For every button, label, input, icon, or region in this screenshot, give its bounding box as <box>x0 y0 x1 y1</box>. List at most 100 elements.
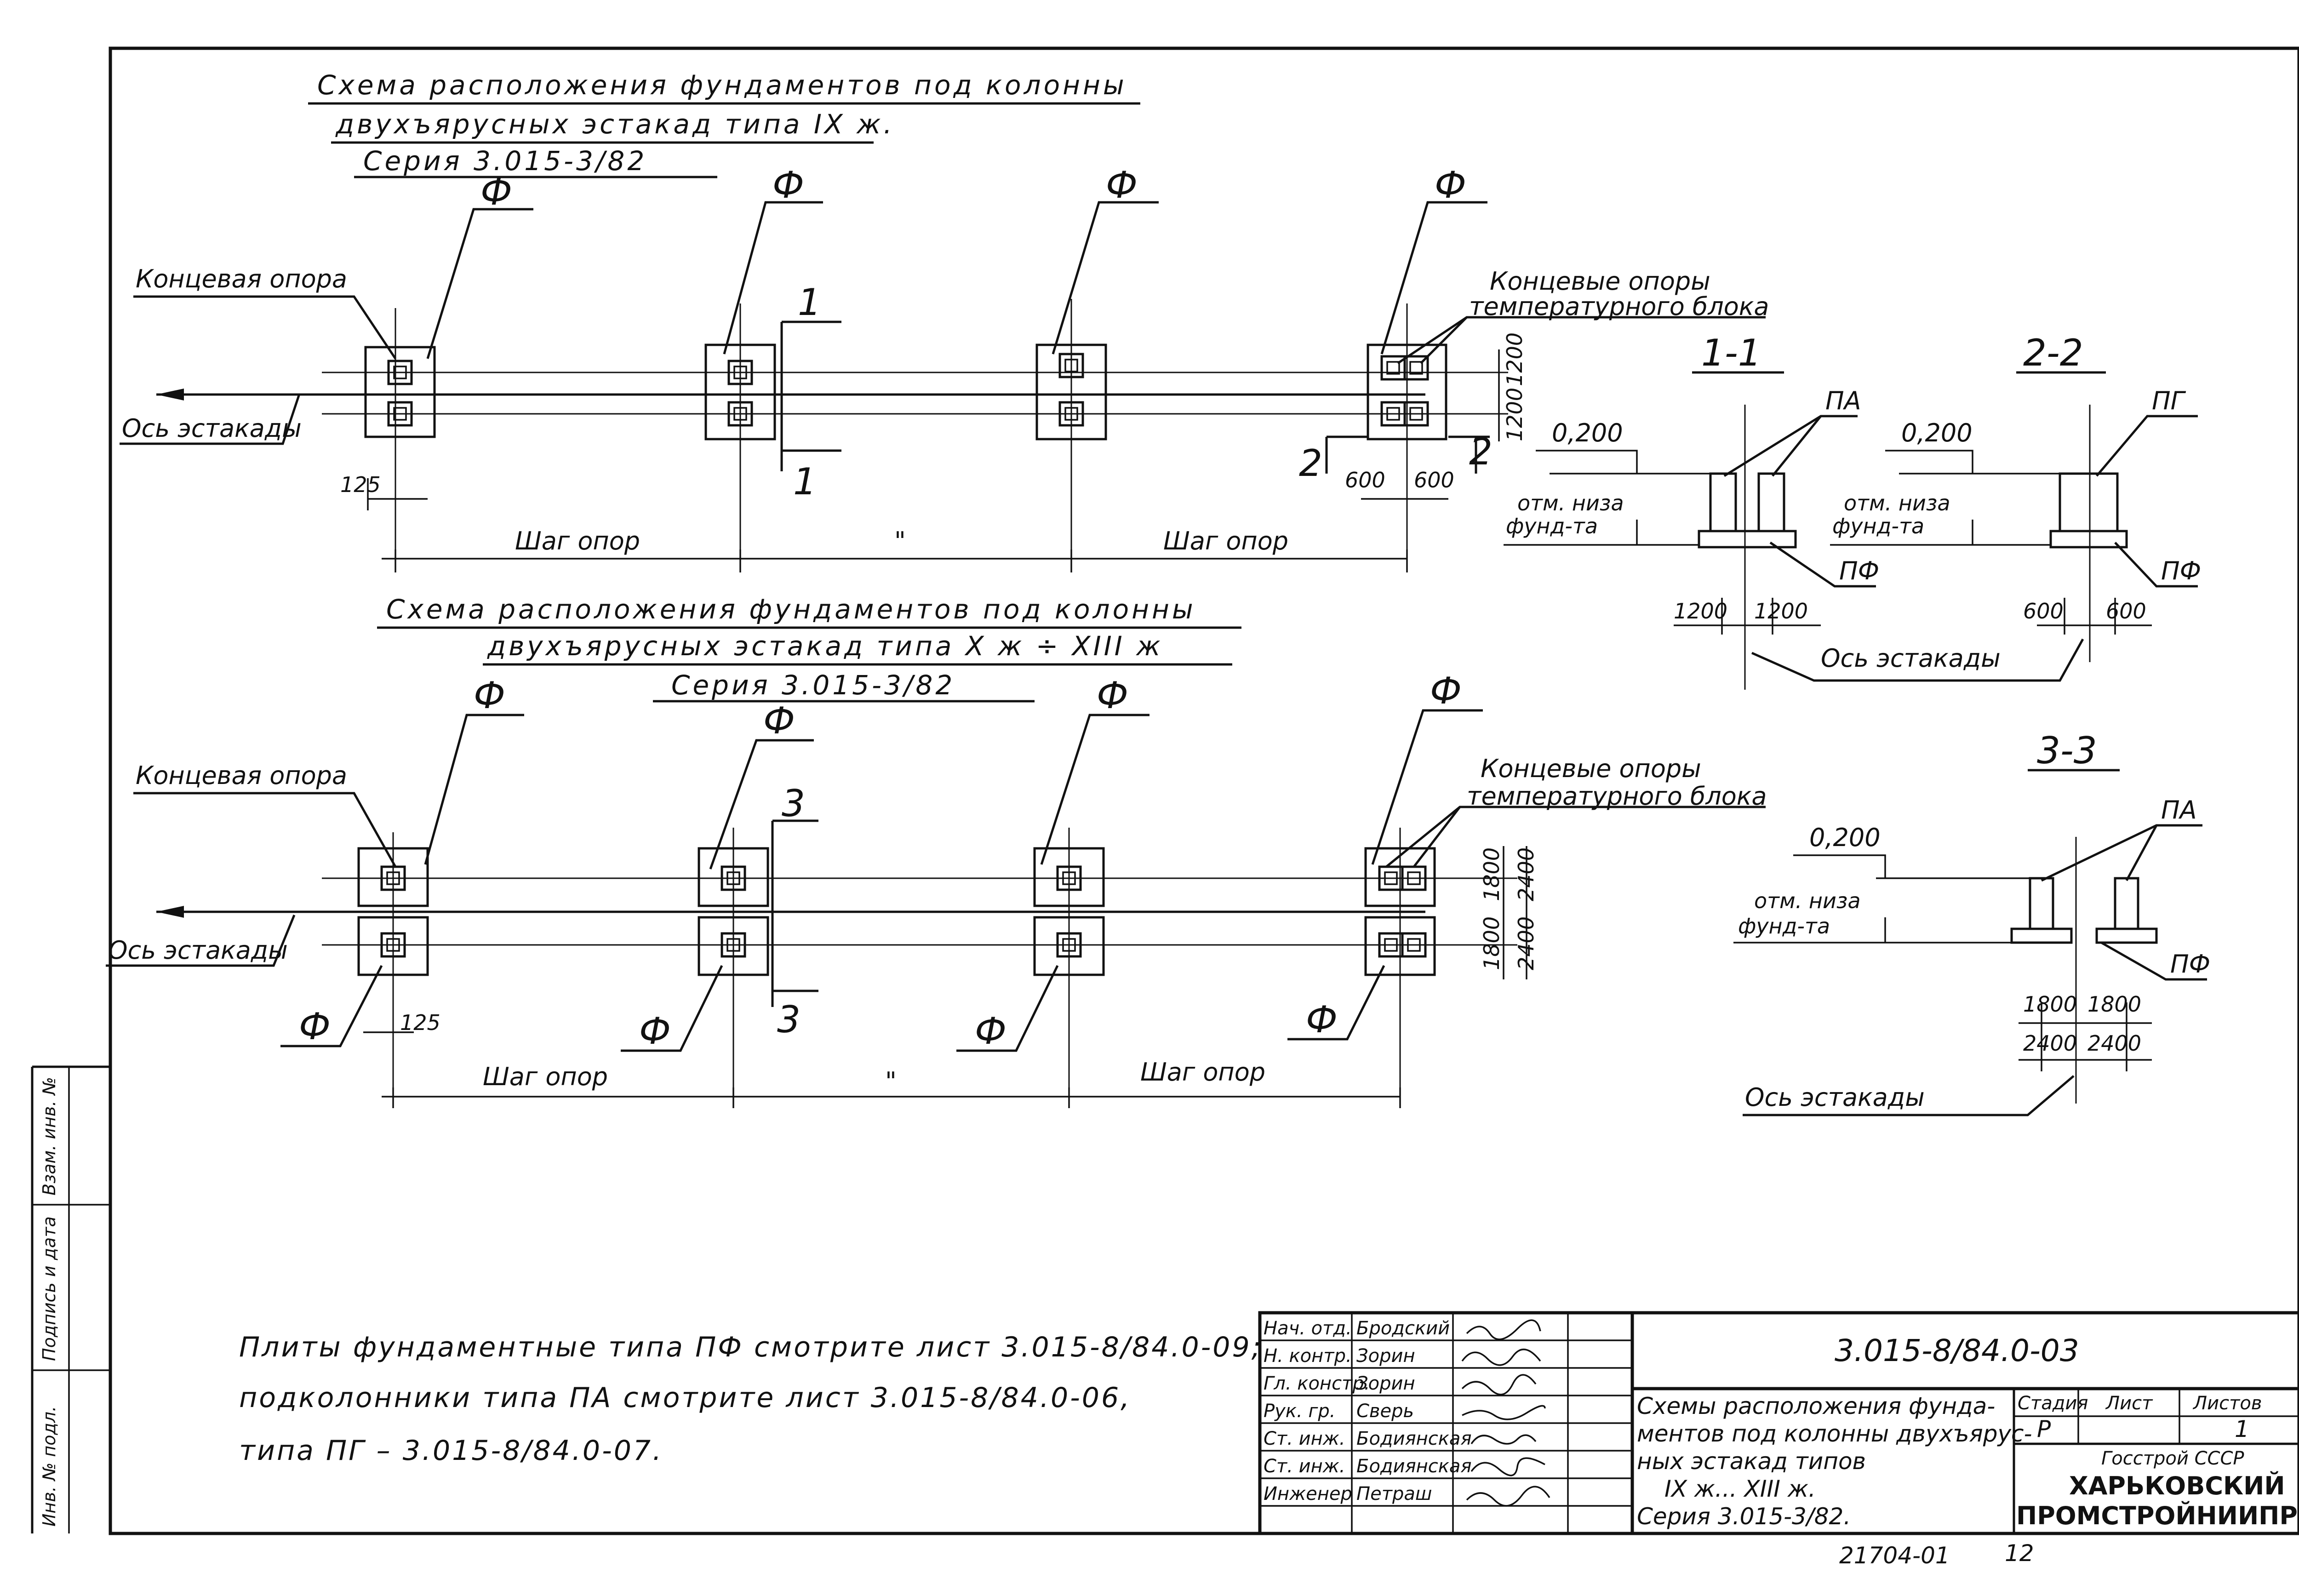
notes: Плиты фундаментные типа ПФ смотрите лист… <box>239 1331 1263 1467</box>
title-description: Схемы расположения фунда- ментов под кол… <box>1637 1393 2032 1530</box>
plan-1-dim-125: 125 <box>340 472 381 497</box>
section-3-3: 3-3 0,200 отм. низа фунд-та ПА ПФ 1800 1… <box>1733 729 2210 1116</box>
name-5: Бодиянская <box>1356 1428 1472 1449</box>
side-replace-inv: Взам. инв. № <box>39 1077 59 1196</box>
plan-1-end-supports-block-1: Концевые опоры <box>1490 267 1710 296</box>
role-5: Ст. инж. <box>1264 1428 1345 1449</box>
role-7: Инженер <box>1264 1483 1352 1504</box>
plan-1-mark-2: Ф <box>772 164 804 206</box>
section-1-1-level: 0,200 <box>1552 418 1623 447</box>
plan-1-cut-1-top: 1 <box>798 281 821 324</box>
plan-2-section-cut-3: 3 3 <box>771 782 818 1041</box>
section-1-1-bottom-2: фунд-та <box>1506 514 1598 538</box>
name-4: Сверь <box>1356 1401 1414 1422</box>
section-2-2-bottom-2: фунд-та <box>1832 514 1924 538</box>
plan-1-series: Серия 3.015-3/82 <box>363 145 647 177</box>
desc-line-3: ных эстакад типов <box>1637 1448 1866 1475</box>
doc-code: 3.015-8/84.0-03 <box>1835 1333 2079 1368</box>
section-3-3-bottom-2: фунд-та <box>1738 914 1830 938</box>
plan-2-title-line1: Схема расположения фундаментов под колон… <box>386 594 1196 625</box>
plan-2: Схема расположения фундаментов под колон… <box>106 594 1767 1108</box>
plan-1-foundation-marks: Ф Ф Ф Ф <box>426 164 1487 359</box>
plan-2-mark-bot-4: Ф <box>1306 998 1338 1041</box>
plan-1-dim-1200a: 1200 <box>1502 332 1527 386</box>
plan-2-mark-bot-1: Ф <box>299 1005 331 1048</box>
side-stamp: Инв. № подл. Подпись и дата Взам. инв. № <box>39 1077 59 1527</box>
note-line-1: Плиты фундаментные типа ПФ смотрите лист… <box>239 1331 1263 1363</box>
desc-line-2: ментов под колонны двухъярус- <box>1637 1420 2032 1447</box>
role-3: Гл. констр. <box>1264 1373 1370 1394</box>
plan-1-foundation-3 <box>1035 343 1107 440</box>
plan-2-ditto: " <box>885 1067 897 1096</box>
note-line-3: типа ПГ – 3.015-8/84.0-07. <box>239 1435 663 1467</box>
plan-2-mark-top-1: Ф <box>474 674 505 717</box>
section-1-1-axis: Ось эстакады <box>1821 644 2001 673</box>
plan-1-ditto: " <box>894 526 906 555</box>
plan-2-foundation-1 <box>357 847 429 976</box>
section-3-3-dim-1800b: 1800 <box>2087 992 2141 1017</box>
plan-2-cut-3-bottom: 3 <box>777 998 801 1041</box>
section-1-1-title: 1-1 <box>1701 332 1761 374</box>
sheet-frame <box>31 46 2299 1535</box>
plan-2-dim-125: 125 <box>400 1010 440 1035</box>
section-2-2-mark-pg: ПГ <box>2152 386 2186 415</box>
title-block-names: Бродский Зорин Зорин Сверь Бодиянская Бо… <box>1356 1318 1472 1504</box>
role-1: Нач. отд. <box>1264 1318 1352 1339</box>
role-2: Н. контр. <box>1264 1345 1352 1367</box>
role-6: Ст. инж. <box>1264 1456 1345 1477</box>
title-block-roles: Нач. отд. Н. контр. Гл. констр. Рук. гр.… <box>1264 1318 1370 1504</box>
plan-2-dim-2400b: 2400 <box>1514 916 1538 970</box>
section-3-3-axis: Ось эстакады <box>1745 1083 1925 1112</box>
side-sign-date: Подпись и дата <box>39 1216 59 1361</box>
side-inv-no: Инв. № подл. <box>39 1406 59 1527</box>
plan-2-dim-1800b: 1800 <box>1479 916 1504 970</box>
plan-2-dim-1800a: 1800 <box>1479 847 1504 901</box>
plan-2-end-supports-block-1: Концевые опоры <box>1481 754 1701 783</box>
name-3: Зорин <box>1356 1373 1415 1394</box>
name-2: Зорин <box>1356 1345 1415 1367</box>
desc-line-5: Серия 3.015-3/82. <box>1637 1503 1851 1530</box>
plan-1-step-2: Шаг опор <box>1163 526 1288 555</box>
section-2-2-title: 2-2 <box>2023 332 2083 374</box>
plan-2-step-1: Шаг опор <box>483 1062 608 1091</box>
stage-value: Р <box>2037 1416 2051 1442</box>
section-3-3-mark-pa: ПА <box>2161 795 2197 824</box>
note-line-2: подколонники типа ПА смотрите лист 3.015… <box>239 1382 1131 1414</box>
plan-1-foundation-2 <box>704 343 776 440</box>
plan-2-cut-3-top: 3 <box>782 782 805 825</box>
plan-1-foundation-4 <box>1367 343 1447 440</box>
plan-2-mark-top-2: Ф <box>763 699 795 742</box>
org-line-2: ХАРЬКОВСКИЙ <box>2069 1471 2285 1500</box>
plan-2-step-2: Шаг опор <box>1140 1058 1265 1087</box>
plan-2-mark-bot-2: Ф <box>639 1010 671 1053</box>
name-1: Бродский <box>1356 1318 1450 1339</box>
plan-2-title-line2: двухъярусных эстакад типа X ж ÷ XIII ж <box>487 630 1163 662</box>
section-1-1-dim-right: 1200 <box>1754 599 1808 624</box>
section-3-3-dim-1800a: 1800 <box>2023 992 2077 1017</box>
plan-2-foundation-marks: Ф Ф Ф Ф Ф Ф Ф Ф <box>280 669 1483 1053</box>
section-2-2-dim-left: 600 <box>2023 599 2064 624</box>
section-3-3-title: 3-3 <box>2037 729 2097 772</box>
plan-2-mark-top-3: Ф <box>1097 674 1128 717</box>
section-2-2-mark-pf: ПФ <box>2161 556 2201 585</box>
footer-code: 21704-01 <box>1839 1542 1950 1569</box>
plan-2-title: Схема расположения фундаментов под колон… <box>377 594 1241 703</box>
org-line-3: ПРОМСТРОЙНИИПРОЕКТ <box>2016 1501 2299 1530</box>
plan-1: Схема расположения фундаментов под колон… <box>120 69 1769 572</box>
section-1-1-bottom-1: отм. низа <box>1517 491 1624 515</box>
plan-1-title-line2: двухъярусных эстакад типа IX ж. <box>335 109 895 140</box>
plan-1-section-cut-2: 2 2 <box>1299 430 1493 485</box>
plan-1-mark-4: Ф <box>1435 164 1466 206</box>
section-1-1-dim-left: 1200 <box>1674 599 1727 624</box>
sheet-label: Лист <box>2105 1393 2153 1414</box>
title-block: Нач. отд. Н. контр. Гл. констр. Рук. гр.… <box>1258 1311 2299 1569</box>
section-3-3-dim-2400a: 2400 <box>2023 1031 2077 1056</box>
plan-1-mark-1: Ф <box>480 171 512 213</box>
plan-1-cut-2-left: 2 <box>1299 442 1322 485</box>
section-3-3-bottom-1: отм. низа <box>1754 888 1861 913</box>
name-6: Бодиянская <box>1356 1456 1472 1477</box>
footer-page: 12 <box>2005 1540 2034 1567</box>
section-2-2-level: 0,200 <box>1901 418 1973 447</box>
plan-2-end-support: Концевая опора <box>136 761 347 790</box>
